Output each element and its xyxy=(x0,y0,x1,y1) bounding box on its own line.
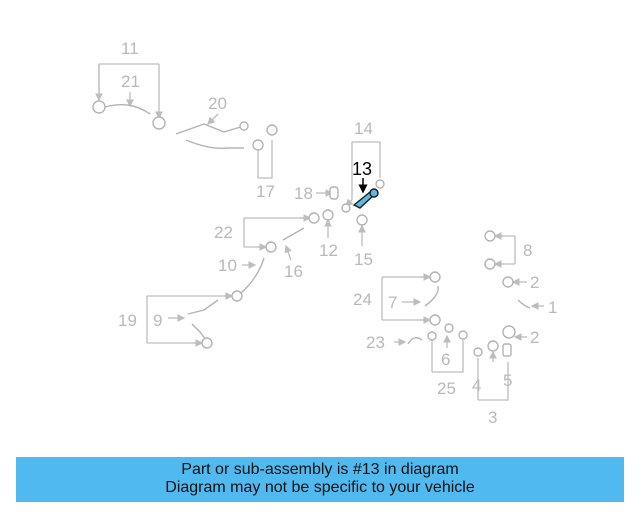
callout-label: 10 xyxy=(218,256,237,275)
callout-label: 6 xyxy=(441,350,450,369)
callout-label: 8 xyxy=(523,241,532,260)
leader-lines xyxy=(95,63,544,401)
callout-label: 24 xyxy=(353,290,372,309)
highlight-callout: 13 xyxy=(352,159,372,179)
callout-label: 7 xyxy=(388,293,397,312)
callout-label: 2 xyxy=(530,328,539,347)
callout-label: 22 xyxy=(214,223,233,242)
info-banner: Part or sub-assembly is #13 in diagram D… xyxy=(16,457,624,502)
banner-line-1: Part or sub-assembly is #13 in diagram xyxy=(181,461,459,478)
callout-label: 15 xyxy=(354,250,373,269)
callout-label: 2 xyxy=(530,273,539,292)
callout-labels: 11 21 20 14 17 18 12 15 22 16 10 19 9 8 … xyxy=(118,39,557,427)
callout-label: 14 xyxy=(354,119,373,138)
callout-label: 20 xyxy=(208,94,227,113)
callout-label: 5 xyxy=(503,371,512,390)
callout-label: 18 xyxy=(294,184,313,203)
callout-label: 23 xyxy=(366,333,385,352)
banner-line-2: Diagram may not be specific to your vehi… xyxy=(165,479,475,496)
callout-label: 4 xyxy=(472,376,481,395)
callout-label: 17 xyxy=(256,182,275,201)
callout-label: 19 xyxy=(118,311,137,330)
callout-label: 3 xyxy=(488,408,497,427)
callout-label: 1 xyxy=(548,298,557,317)
callout-label: 9 xyxy=(153,311,162,330)
callout-label: 25 xyxy=(437,379,456,398)
callout-label: 21 xyxy=(121,72,140,91)
callout-label: 12 xyxy=(319,241,338,260)
callout-label: 11 xyxy=(121,39,139,58)
part-outlines xyxy=(92,100,531,357)
callout-label: 16 xyxy=(284,262,303,281)
